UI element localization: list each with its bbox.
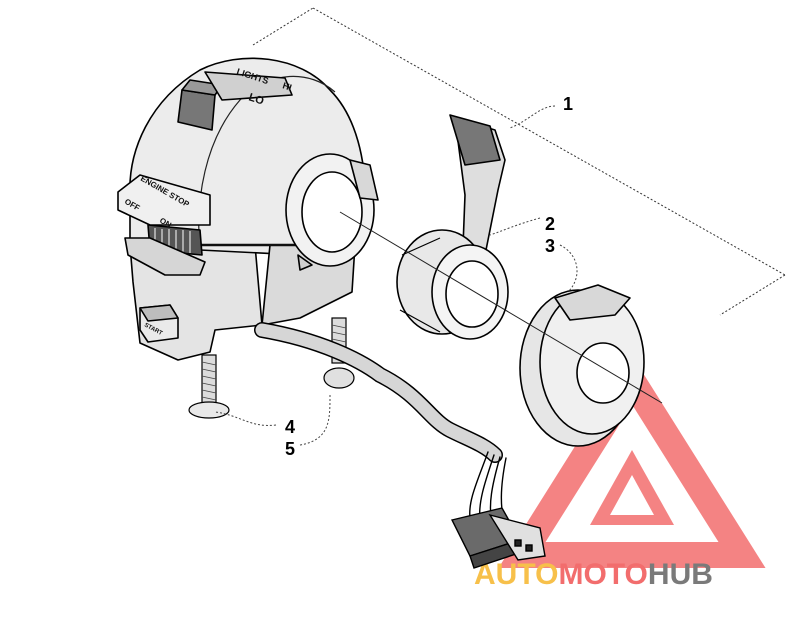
- leader-lines: [214, 105, 578, 446]
- callout-2: 2: [545, 214, 555, 234]
- assembly-boundary: [252, 7, 786, 316]
- callout-4: 4: [285, 417, 295, 437]
- watermark-text-hub: HUB: [648, 558, 713, 591]
- watermark-logo: AUTOMOTOHUB: [474, 355, 766, 591]
- wire-harness: [254, 322, 507, 527]
- callout-numbers: 1 2 3 4 5: [285, 94, 573, 459]
- switch-housing: [117, 57, 379, 361]
- throttle-lever: [396, 114, 509, 340]
- callout-1: 1: [563, 94, 573, 114]
- hi-label: HI: [281, 80, 293, 92]
- svg-text:AUTOMOTOHUB: AUTOMOTOHUB: [474, 558, 713, 591]
- screw-left: [188, 354, 230, 419]
- throttle-cover: [519, 284, 645, 447]
- callout-5: 5: [285, 439, 295, 459]
- wire-connector: [450, 507, 546, 569]
- axis-lines: [339, 211, 663, 404]
- lo-label: LO: [247, 91, 266, 107]
- callout-3: 3: [545, 236, 555, 256]
- watermark-text-moto: MOTO: [558, 558, 647, 591]
